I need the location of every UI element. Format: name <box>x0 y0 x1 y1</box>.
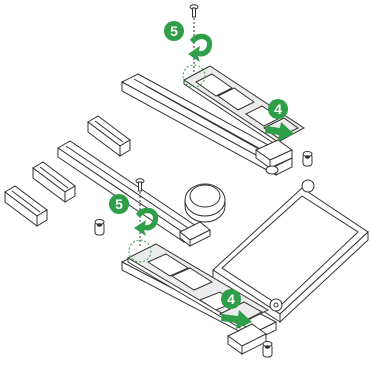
standoff-nut-bottom <box>263 342 272 358</box>
step-badge-top-screw: 5 <box>164 21 184 41</box>
standoff-nut-top <box>303 152 312 167</box>
step-badge-bottom-screw: 5 <box>109 194 129 214</box>
step-number-bottom-insert: 4 <box>227 291 235 307</box>
standoff-nut-left <box>95 220 104 236</box>
spare-standoff-block-1 <box>88 116 130 156</box>
step-number-top-insert: 4 <box>274 101 282 117</box>
rotate-arrow-icon-top <box>188 34 212 62</box>
cmos-battery <box>185 184 225 222</box>
spare-standoff-block-3 <box>5 186 47 226</box>
step-badge-top-insert: 4 <box>268 99 288 119</box>
step-number-top-screw: 5 <box>170 23 178 39</box>
step-badge-bottom-insert: 4 <box>221 289 241 309</box>
step-number-bottom-screw: 5 <box>115 196 123 212</box>
spare-standoff-block-2 <box>33 162 75 202</box>
rotate-arrow-icon-bottom <box>134 208 158 236</box>
